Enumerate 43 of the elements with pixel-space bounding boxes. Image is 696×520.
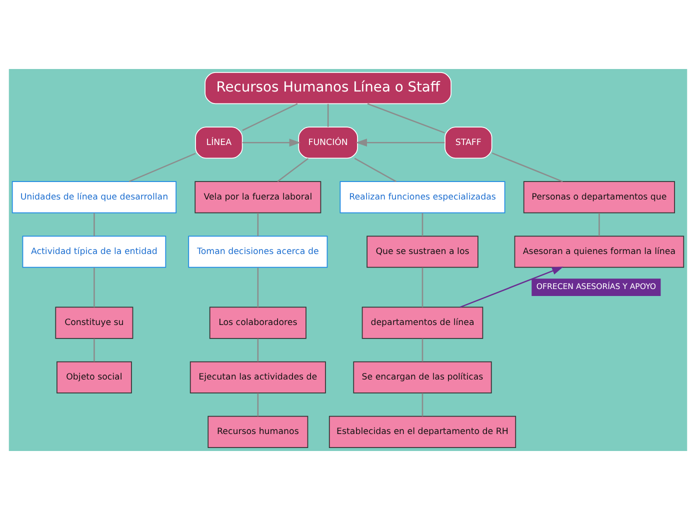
node-box: Actividad típica de la entidad: [22, 236, 166, 268]
node-box: LÍNEA: [195, 126, 243, 159]
node-box: Que se sustraen a los: [366, 236, 478, 268]
node-box: Recursos Humanos Línea o Staff: [204, 72, 452, 104]
connector: [598, 213, 600, 236]
connector: [94, 338, 95, 362]
arrow: [460, 266, 564, 308]
connector: [422, 338, 424, 362]
connector: [422, 268, 424, 308]
node-box: Objeto social: [56, 361, 132, 394]
connector: [277, 158, 309, 182]
node-box: Vela por la fuerza laboral: [194, 181, 322, 214]
connector: [257, 213, 259, 236]
connector: [492, 152, 563, 182]
node-box: Establecidas en el departamento de RH: [328, 416, 516, 448]
connector: [128, 152, 196, 182]
connector: [327, 104, 329, 127]
connector: [257, 268, 259, 308]
arrow: [356, 138, 445, 147]
node-box: FUNCIÓN: [298, 126, 358, 159]
connector: [422, 213, 424, 236]
connector: [367, 103, 445, 134]
node-box: Se encargan de las políticas: [353, 361, 492, 394]
edge-label: OFRECEN ASESORÍAS Y APOYO: [536, 282, 656, 292]
node-box: Los colaboradores: [209, 306, 306, 339]
node-box: STAFF: [444, 126, 492, 159]
node-box: Asesoran a quienes forman la línea: [514, 236, 684, 268]
connector: [422, 393, 424, 416]
node-box: Recursos humanos: [208, 416, 308, 448]
connector: [94, 213, 95, 236]
node-box: Constituye su: [55, 306, 134, 339]
node-box: Unidades de línea que desarrollan: [12, 181, 176, 214]
arrow: [242, 138, 301, 147]
node-box: departamentos de línea: [362, 306, 484, 339]
node-box: Ejecutan las actividades de: [190, 361, 326, 394]
node-box: Toman decisiones acerca de: [188, 236, 328, 268]
node-box: Realizan funciones especializadas: [340, 181, 506, 214]
connector: [257, 338, 259, 362]
connector: [257, 393, 259, 416]
connector: [242, 103, 298, 131]
node-box: Personas o departamentos que: [523, 181, 675, 214]
connector: [354, 158, 396, 182]
connector: [94, 268, 95, 308]
